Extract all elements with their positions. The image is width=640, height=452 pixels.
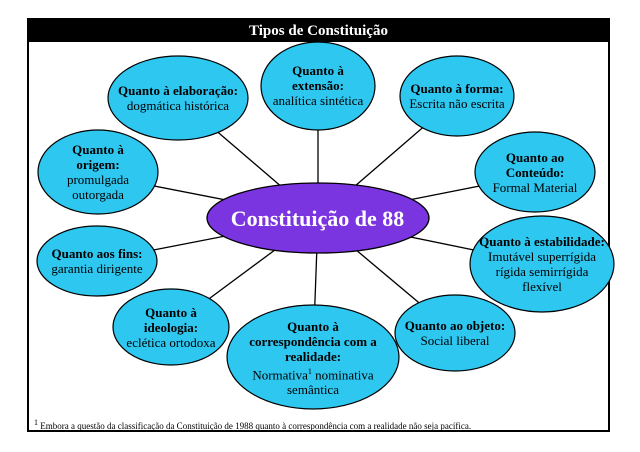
node-objeto: Quanto ao objeto: Social liberal bbox=[400, 315, 510, 351]
bubble-realidade bbox=[226, 304, 400, 410]
bubble-ideologia bbox=[112, 288, 230, 366]
node-estabilidade: Quanto à estabilidade: Imutável superríg… bbox=[476, 232, 608, 296]
node-realidade-value-normativa: Normativa bbox=[252, 367, 308, 383]
diagram-title: Tipos de Constituição bbox=[29, 20, 608, 42]
node-ideologia-values: eclética ortodoxa bbox=[126, 334, 216, 350]
footnote-text: Embora a questão da classificação da Con… bbox=[38, 421, 472, 431]
node-fins-values: garantia dirigente bbox=[51, 261, 143, 276]
node-forma-values: Escrita não escrita bbox=[409, 96, 505, 111]
node-realidade-footnote-mark: 1 bbox=[307, 366, 312, 376]
node-realidade-value-rest: nominativa semântica bbox=[287, 367, 374, 398]
node-conteudo-values: Formal Material bbox=[492, 179, 578, 195]
node-realidade-category: Quanto à correspondência com a realidade… bbox=[249, 318, 377, 364]
node-objeto-values: Social liberal bbox=[420, 333, 490, 348]
bubble-estabilidade bbox=[469, 215, 615, 313]
node-fins-category: Quanto aos fins: bbox=[51, 246, 143, 261]
bubble-origem bbox=[37, 129, 159, 215]
node-origem-category: Quanto à origem: bbox=[72, 142, 124, 172]
node-fins: Quanto aos fins: garantia dirigente bbox=[42, 243, 152, 279]
node-origem: Quanto à origem: promulgada outorgada bbox=[46, 140, 150, 204]
node-realidade: Quanto à correspondência com a realidade… bbox=[238, 316, 388, 400]
bubble-conteudo bbox=[474, 131, 596, 213]
node-estabilidade-category: Quanto à estabilidade: bbox=[479, 234, 605, 249]
node-extensao: Quanto à extensão: analítica sintética bbox=[266, 55, 370, 115]
node-ideologia: Quanto à ideologia: eclética ortodoxa bbox=[117, 297, 225, 357]
bubble-forma bbox=[399, 55, 515, 137]
node-extensao-category: Quanto à extensão: bbox=[292, 62, 344, 93]
node-elaboracao: Quanto à elaboração: dogmática histórica bbox=[113, 76, 243, 120]
footnote-mark: 1 bbox=[34, 418, 38, 427]
node-estabilidade-values: Imutável superrígida rígida semirrígida … bbox=[488, 249, 596, 294]
node-extensao-values: analítica sintética bbox=[272, 92, 364, 108]
node-realidade-values: Normativa1 nominativa semântica bbox=[243, 364, 383, 397]
node-origem-values: promulgada outorgada bbox=[66, 172, 130, 202]
footnote: 1 Embora a questão da classificação da C… bbox=[34, 418, 471, 431]
bubble-fins bbox=[36, 225, 158, 297]
node-conteudo: Quanto ao Conteúdo: Formal Material bbox=[484, 142, 586, 202]
node-conteudo-category: Quanto ao Conteúdo: bbox=[505, 149, 565, 180]
node-ideologia-category: Quanto à ideologia: bbox=[143, 304, 199, 335]
center-title: Constituição de 88 bbox=[230, 206, 405, 231]
node-forma-category: Quanto à forma: bbox=[410, 81, 504, 96]
center-bubble bbox=[206, 182, 430, 254]
bubble-extensao bbox=[260, 41, 376, 131]
node-objeto-category: Quanto ao objeto: bbox=[404, 318, 506, 333]
bubble-objeto bbox=[394, 294, 516, 372]
node-forma: Quanto à forma: Escrita não escrita bbox=[403, 76, 511, 116]
bubble-elaboracao bbox=[107, 55, 249, 141]
node-elaboracao-values: dogmática histórica bbox=[126, 98, 230, 113]
node-elaboracao-category: Quanto à elaboração: bbox=[118, 83, 238, 98]
